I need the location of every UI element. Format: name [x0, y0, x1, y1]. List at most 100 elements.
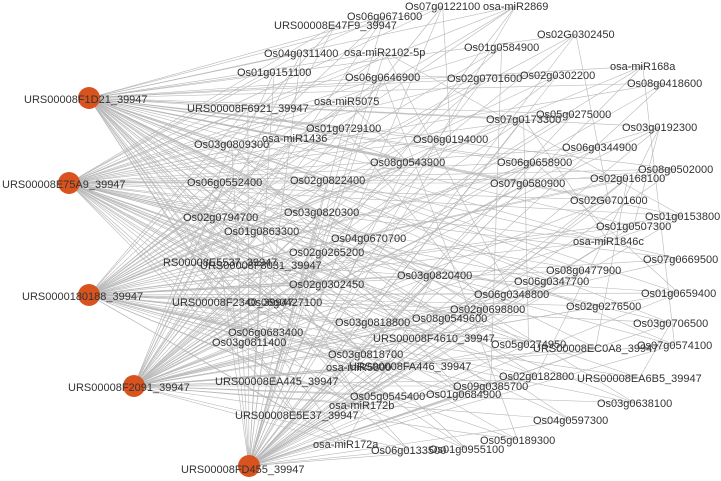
- edge: [248, 126, 660, 467]
- edge: [88, 294, 464, 395]
- edge: [410, 343, 529, 367]
- edge: [247, 107, 408, 163]
- edge: [261, 230, 362, 406]
- edge: [133, 301, 234, 387]
- edge: [88, 71, 275, 99]
- edge: [247, 107, 250, 467]
- edge: [88, 77, 485, 296]
- edge: [232, 301, 250, 467]
- edge: [68, 182, 277, 382]
- node-label: Os05g0275000: [536, 109, 611, 121]
- edge: [68, 182, 671, 324]
- edge: [133, 337, 434, 387]
- node-label: Os08g0549600: [412, 313, 487, 325]
- edge: [88, 137, 295, 296]
- node-label: Os05g0274950: [491, 339, 566, 351]
- hub-label: URS0000180188_39947: [22, 291, 143, 303]
- edge: [88, 230, 262, 296]
- node-label: osa-miR1436: [262, 133, 327, 145]
- node-label: Os02g0182800: [499, 371, 574, 383]
- node-label: Os02g0794700: [183, 212, 258, 224]
- edge: [133, 341, 250, 387]
- node-label: Os06g0658900: [497, 157, 572, 169]
- edge: [88, 97, 535, 163]
- node-label: Os06g0344900: [562, 142, 637, 154]
- edge: [68, 5, 443, 184]
- edge: [133, 161, 408, 387]
- node-label: Os05g0189300: [480, 435, 555, 447]
- hub-node: [238, 455, 260, 477]
- node-label: Os02g0698800: [450, 304, 525, 316]
- edge: [88, 97, 221, 263]
- edge: [248, 179, 328, 467]
- node-label: URS00008EA445_39947: [215, 376, 339, 388]
- edge: [534, 161, 679, 294]
- edge: [88, 215, 683, 296]
- edge: [68, 182, 640, 379]
- edge: [133, 331, 266, 387]
- edge: [68, 137, 295, 184]
- edge: [248, 375, 537, 467]
- edge: [248, 5, 443, 467]
- edge: [88, 294, 596, 349]
- edge: [88, 216, 221, 296]
- edge: [133, 100, 347, 387]
- node-label: Os02g0168100: [590, 173, 665, 185]
- node-label: Os06g0427100: [247, 297, 322, 309]
- edge: [133, 118, 524, 387]
- edge: [536, 126, 660, 377]
- edge: [248, 71, 275, 467]
- edge: [248, 337, 435, 467]
- node-label: Os01g0507300: [596, 221, 671, 233]
- edge: [88, 240, 609, 296]
- node-label: Os01g0151100: [237, 67, 311, 79]
- edge: [301, 15, 385, 54]
- edge: [133, 181, 225, 387]
- edge: [248, 308, 488, 467]
- edge: [248, 283, 327, 467]
- edge: [248, 76, 383, 467]
- node-label: Os06g0683400: [228, 327, 303, 339]
- edge: [248, 5, 516, 467]
- edge: [68, 177, 628, 184]
- edge: [133, 274, 435, 387]
- node-label: Os09g0385700: [453, 381, 528, 393]
- node-label: Os04g0670700: [331, 233, 406, 245]
- edge: [68, 182, 512, 295]
- edge: [133, 385, 635, 404]
- hub-label: URS00008E75A9_39947: [2, 179, 126, 191]
- edge: [248, 353, 366, 467]
- node-label: Os01g0955100: [429, 444, 504, 456]
- edge: [248, 118, 524, 467]
- edge: [88, 97, 676, 170]
- node-label: Os01g0684900: [426, 389, 501, 401]
- edge: [595, 177, 628, 349]
- edge: [68, 143, 232, 184]
- edge: [88, 82, 665, 99]
- edge: [220, 261, 679, 294]
- edge: [133, 33, 577, 387]
- edge: [384, 51, 683, 217]
- node-label: Os02g0302450: [289, 279, 364, 291]
- edge: [346, 100, 408, 163]
- edge: [88, 251, 327, 296]
- edge: [133, 385, 409, 451]
- edge: [88, 97, 675, 346]
- edge: [88, 294, 467, 450]
- edge: [248, 177, 628, 467]
- edge: [133, 77, 485, 387]
- edge: [88, 5, 516, 296]
- edge: [248, 82, 665, 467]
- edge: [88, 33, 576, 99]
- edge: [248, 113, 574, 467]
- node-label: Os08g0543900: [370, 157, 445, 169]
- node-label: Os06g0348800: [474, 289, 549, 301]
- edge: [88, 261, 221, 296]
- edge: [68, 182, 369, 239]
- hub-node: [123, 375, 145, 397]
- edge: [248, 292, 679, 467]
- edge: [133, 321, 373, 387]
- node-label: Os06g0133500: [371, 445, 446, 457]
- edge: [88, 74, 558, 99]
